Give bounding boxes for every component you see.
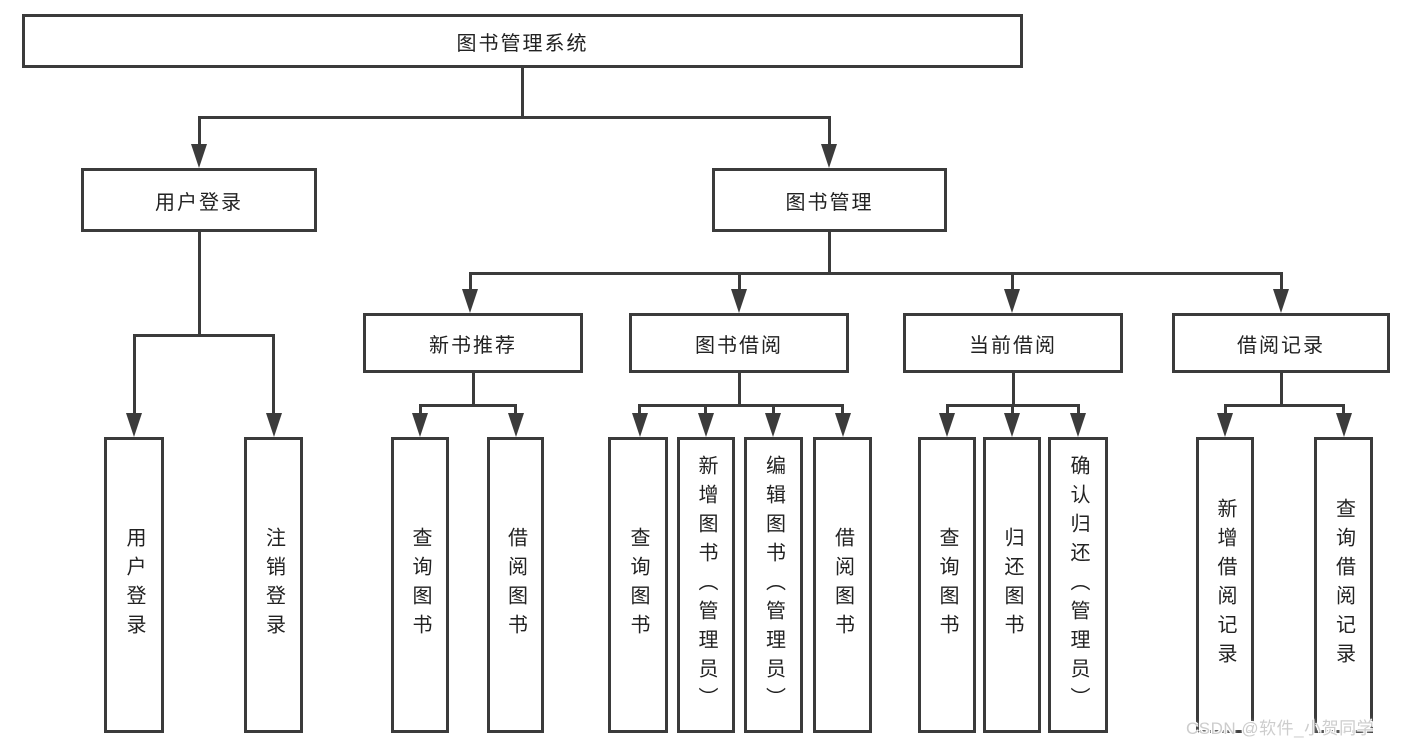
connector-drop [945, 405, 949, 416]
arrowhead-leaf [507, 413, 524, 437]
connector-drop [638, 405, 641, 416]
leaf-borrow-edit-admin: 编辑图书（管理员） [744, 437, 803, 733]
leaf-newbook-borrow: 借阅图书 [487, 437, 544, 733]
node-book-management-label: 图书管理 [785, 191, 874, 214]
connector-user-login-trunk [197, 232, 201, 335]
arrowhead-leaf [631, 413, 648, 437]
arrowhead-leaf [1070, 413, 1086, 437]
csdn-watermark: CSDN @软件_小贺同学 [1186, 719, 1375, 738]
connector-current-borrow-trunk [1011, 373, 1015, 405]
connector-drop [771, 405, 775, 416]
arrowhead-leaf [765, 413, 781, 437]
connector-root-trunk [520, 68, 524, 117]
leaf-record-query: 查询借阅记录 [1314, 437, 1373, 733]
leaf-current-confirm-admin: 确认归还（管理员） [1048, 437, 1108, 733]
connector-drop [1010, 405, 1014, 416]
arrowhead-new-book [462, 289, 478, 313]
node-current-borrow-label: 当前借阅 [969, 334, 1057, 357]
connector-drop-new-book [468, 273, 472, 292]
connector-drop [1223, 405, 1227, 416]
node-book-borrow: 图书借阅 [629, 313, 849, 373]
leaf-logout: 注销登录 [244, 437, 303, 733]
arrowhead-borrow-record [1273, 289, 1289, 313]
connector-borrow-record-rail [1223, 403, 1345, 407]
leaf-record-add-label: 新增借阅记录 [1214, 498, 1236, 672]
connector-drop [1342, 405, 1345, 416]
node-new-book-recommend: 新书推荐 [363, 313, 583, 373]
connector-book-borrow-trunk [737, 373, 741, 405]
connector-user-login-rail [132, 333, 275, 337]
connector-drop [418, 405, 422, 416]
leaf-current-confirm-admin-label: 确认归还（管理员） [1067, 454, 1089, 716]
leaf-current-return: 归还图书 [983, 437, 1041, 733]
connector-level1-rail [197, 115, 831, 119]
leaf-borrow-query-label: 查询图书 [627, 527, 649, 643]
arrowhead-leaf [412, 413, 428, 437]
leaf-borrow-book: 借阅图书 [813, 437, 872, 733]
connector-level2-rail [468, 271, 1283, 275]
node-borrow-record: 借阅记录 [1172, 313, 1390, 373]
connector-drop-current-borrow [1010, 273, 1014, 292]
connector-new-book-trunk [471, 373, 475, 405]
node-user-login-label: 用户登录 [155, 191, 243, 214]
connector-book-borrow-rail [638, 403, 844, 407]
arrowhead-leaf [834, 413, 851, 437]
arrowhead-book-mgmt [821, 144, 837, 168]
leaf-borrow-add-admin-label: 新增图书（管理员） [695, 454, 717, 716]
arrowhead-current-borrow [1004, 289, 1020, 313]
node-user-login: 用户登录 [81, 168, 317, 232]
leaf-current-query-label: 查询图书 [936, 527, 958, 643]
arrowhead-leaf [1217, 413, 1233, 437]
arrowhead-leaf [939, 413, 955, 437]
node-root: 图书管理系统 [22, 14, 1023, 68]
node-book-borrow-label: 图书借阅 [695, 334, 783, 357]
arrowhead-leaf [1004, 413, 1020, 437]
connector-drop [514, 405, 517, 416]
leaf-record-add: 新增借阅记录 [1196, 437, 1254, 733]
arrowhead-leaf [1335, 413, 1352, 437]
connector-drop-borrow-record [1279, 273, 1283, 292]
leaf-newbook-query-label: 查询图书 [409, 527, 431, 643]
arrowhead-leaf [697, 413, 714, 437]
node-new-book-recommend-label: 新书推荐 [429, 334, 517, 357]
leaf-borrow-edit-admin-label: 编辑图书（管理员） [762, 454, 785, 716]
connector-drop-book-borrow [737, 273, 741, 292]
connector-book-mgmt-trunk [827, 232, 831, 273]
connector-drop-leaf-login [132, 335, 136, 416]
node-current-borrow: 当前借阅 [903, 313, 1123, 373]
node-borrow-record-label: 借阅记录 [1237, 334, 1325, 357]
node-book-management: 图书管理 [712, 168, 947, 232]
leaf-newbook-borrow-label: 借阅图书 [504, 527, 527, 643]
connector-drop [704, 405, 707, 416]
leaf-borrow-add-admin: 新增图书（管理员） [677, 437, 735, 733]
arrowhead-leaf-logout [265, 413, 282, 437]
arrowhead-leaf-login [126, 413, 142, 437]
connector-borrow-record-trunk [1279, 373, 1283, 405]
leaf-borrow-query: 查询图书 [608, 437, 668, 733]
leaf-logout-label: 注销登录 [262, 527, 285, 643]
connector-new-book-rail [418, 403, 517, 407]
connector-drop [841, 405, 844, 416]
leaf-user-login: 用户登录 [104, 437, 164, 733]
connector-drop-user-login [197, 117, 201, 148]
arrowhead-user-login [191, 144, 207, 168]
connector-drop-leaf-logout [272, 335, 275, 416]
leaf-record-query-label: 查询借阅记录 [1332, 498, 1355, 672]
leaf-current-return-label: 归还图书 [1001, 527, 1023, 643]
node-root-label: 图书管理系统 [456, 32, 589, 55]
leaf-borrow-book-label: 借阅图书 [831, 527, 854, 643]
leaf-user-login-label: 用户登录 [123, 527, 145, 643]
leaf-current-query: 查询图书 [918, 437, 976, 733]
connector-drop [1076, 405, 1080, 416]
arrowhead-book-borrow [731, 289, 747, 313]
connector-drop-book-mgmt [827, 117, 831, 148]
leaf-newbook-query: 查询图书 [391, 437, 449, 733]
